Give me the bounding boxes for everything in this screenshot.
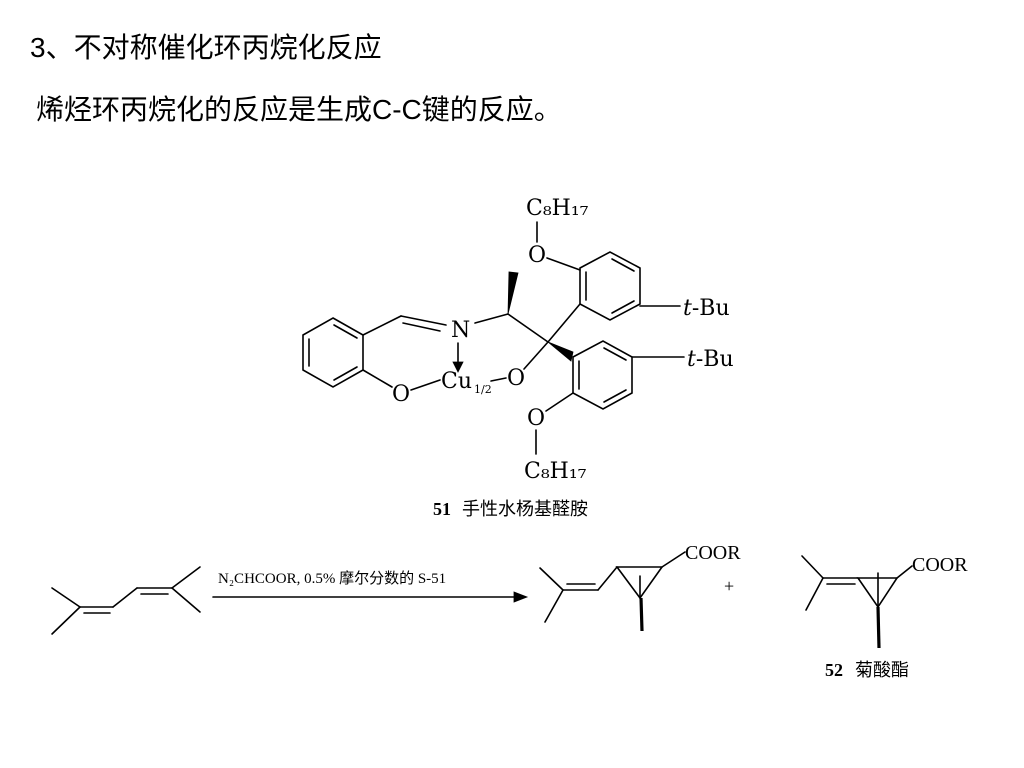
bond [597, 566, 618, 591]
salicyl-benzene-ring [302, 317, 364, 388]
bond [171, 587, 201, 613]
bond [490, 377, 507, 382]
t-bu-lower-label: t-Bu [687, 347, 734, 372]
diene-substrate [51, 566, 201, 635]
bond [362, 315, 402, 336]
bond [171, 566, 201, 589]
t-bu-prefix: t [683, 296, 692, 321]
catalyst-number: 51 [433, 499, 451, 519]
bond [112, 587, 138, 608]
methyl-wedge [507, 271, 519, 315]
product2-ester-label: COOR [912, 554, 968, 576]
product-trans: COOR [539, 542, 741, 632]
oxygen-phenoxy-label: O [392, 382, 410, 407]
ring-double-bond [603, 389, 627, 403]
ring-double-bond [333, 366, 358, 381]
catalyst-51-structure: C₈H₁₇ O t-Bu N [302, 196, 734, 519]
bond [545, 392, 574, 412]
bond [362, 369, 393, 388]
bond [474, 313, 509, 324]
bond [546, 257, 581, 271]
reaction-conditions: N₂CHCOOR, 0.5% 摩尔分数的 S-51 [218, 569, 446, 587]
arrowhead [513, 591, 529, 603]
catalyst-name: 手性水杨基醛胺 [462, 499, 588, 519]
product-cis: COOR [801, 554, 968, 649]
ring-double-bond [603, 347, 627, 361]
t-bu-prefix: t [687, 347, 696, 372]
t-bu-upper-label: t-Bu [683, 296, 730, 321]
imine-double-bond [400, 315, 447, 326]
copper-subscript: 1/2 [474, 383, 492, 396]
aryl-wedge [547, 341, 574, 362]
lower-benzene-ring [572, 340, 633, 410]
oxygen-top-label: O [528, 243, 546, 268]
copper-label: Cu [441, 369, 472, 394]
arrowhead [452, 361, 464, 373]
bottom-chain-label: C₈H₁₇ [524, 459, 587, 484]
bond [51, 606, 81, 635]
ring-double-bond [611, 300, 635, 314]
t-bu-suffix: -Bu [696, 347, 734, 372]
bond [523, 341, 549, 370]
nitrogen-label: N [451, 318, 470, 343]
imine-double-bond [402, 322, 441, 332]
top-chain-label: C₈H₁₇ [526, 196, 589, 221]
oxygen-alkoxy-label: O [507, 366, 525, 391]
bond [547, 303, 581, 343]
bond [507, 313, 549, 343]
bond [51, 587, 81, 608]
methyl-bond [876, 606, 881, 649]
ring-outline [579, 251, 641, 321]
ring-outline [302, 317, 364, 388]
t-bu-suffix: -Bu [692, 296, 730, 321]
methyl-bond [639, 597, 644, 632]
product-name: 菊酸酯 [855, 660, 909, 680]
product-number: 52 [825, 660, 843, 680]
cyclopropane-ring [615, 566, 664, 600]
bond [896, 565, 913, 579]
bond [805, 577, 824, 611]
product1-ester-label: COOR [685, 542, 741, 564]
ring-double-bond [611, 258, 635, 272]
plus-sign: + [724, 576, 734, 596]
bond [544, 589, 564, 623]
ring-double-bond [333, 324, 358, 339]
bond [539, 567, 564, 591]
slide-subtitle: 烯烃环丙烷化的反应是生成C-C键的反应。 [36, 94, 562, 125]
bond [661, 551, 686, 568]
bond [410, 379, 441, 391]
slide-title: 3、不对称催化环丙烷化反应 [30, 32, 382, 63]
oxygen-bottom-label: O [527, 406, 545, 431]
bond [801, 555, 824, 579]
upper-benzene-ring [579, 251, 641, 321]
reaction-scheme: N₂CHCOOR, 0.5% 摩尔分数的 S-51 COOR + COOR [51, 542, 968, 680]
ring-outline [572, 340, 633, 410]
